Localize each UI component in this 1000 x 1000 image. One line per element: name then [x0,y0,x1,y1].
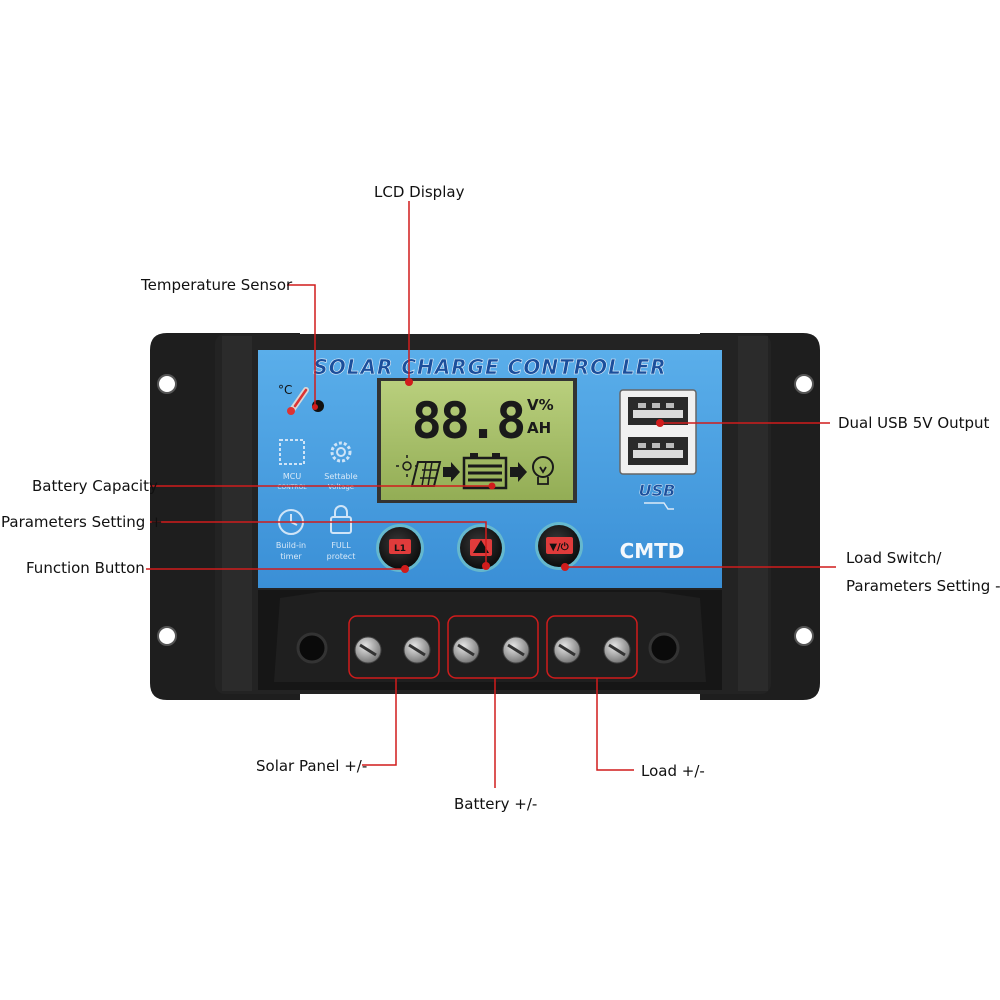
callout-function-button: Function Button [26,559,145,577]
lock-icon: FULL protect [327,505,356,561]
thermometer-icon: °C [278,383,324,415]
battery-icon [462,453,508,490]
arrow-right-icon [510,462,527,482]
svg-text:Voltage: Voltage [328,483,354,491]
screw-icon [502,636,530,664]
lcd-unit-bottom: AH [527,419,551,437]
leader-solar [362,678,397,766]
callout-battery: Battery +/- [454,795,538,813]
svg-text:CONTROL: CONTROL [277,484,307,491]
load-switch-button[interactable]: ▼/⏻ [535,522,583,570]
svg-text:Settable: Settable [324,472,357,481]
up-arrow-icon [473,540,489,553]
leader-parameters-plus [150,521,487,566]
callout-load: Load +/- [641,762,705,780]
menu-icon: L1 [394,544,406,554]
battery-terminal-outline [447,615,539,679]
svg-text:protect: protect [327,552,356,561]
parameters-plus-button[interactable] [457,524,505,572]
lcd-unit-top: V% [527,396,554,414]
mount-hole-top-right [794,374,814,394]
sun-icon [396,455,418,477]
leader-temperature [287,284,316,405]
knockout-hole-left [296,632,328,664]
bulb-icon [532,456,554,485]
gear-icon: Settable Voltage [324,441,358,491]
header-text: SOLAR CHARGE CONTROLLER [313,355,666,379]
svg-text:Build-in: Build-in [276,541,306,550]
down-power-icon: ▼/⏻ [549,541,568,553]
load-terminal-outline [546,615,638,679]
callout-solar-panel: Solar Panel +/- [256,757,368,775]
screw-icon [354,636,382,664]
callout-parameters-minus: Parameters Setting - [846,577,1000,595]
function-button[interactable]: L1 [376,524,424,572]
callout-load-switch: Load Switch/ [846,549,942,567]
terminal-block [258,590,722,690]
callout-battery-capacity: Battery Capacity [32,477,158,495]
solar-terminal-outline [348,615,440,679]
mount-hole-bottom-left [157,626,177,646]
mount-hole-bottom-right [794,626,814,646]
callout-dual-usb: Dual USB 5V Output [838,414,990,432]
callout-lcd-display: LCD Display [374,183,465,201]
mount-hole-top-left [157,374,177,394]
leader-lines [146,201,836,788]
usb-ports [619,389,697,475]
callout-parameters-plus: Parameters Setting + [1,513,163,531]
screw-icon [603,636,631,664]
knockout-hole-right [648,632,680,664]
svg-text:USB: USB [639,481,676,500]
terminal-screws [354,636,631,664]
mcu-chip-icon: MCU CONTROL [277,439,307,491]
svg-text:FULL: FULL [331,541,351,550]
svg-text:timer: timer [280,552,302,561]
brand-label: CMTD [620,539,685,563]
screw-icon [452,636,480,664]
lcd-digits: 88.8 [412,392,524,450]
screw-icon [403,636,431,664]
arrow-right-icon [443,462,460,482]
callout-temperature-sensor: Temperature Sensor [141,276,293,294]
leader-endpoints [312,378,664,573]
svg-text:MCU: MCU [283,472,301,481]
leader-load [596,678,634,771]
usb-logo-icon: USB [638,481,676,510]
svg-text:°C: °C [278,383,292,397]
lcd-display: 88.8 V% AH [377,378,577,503]
screw-icon [553,636,581,664]
